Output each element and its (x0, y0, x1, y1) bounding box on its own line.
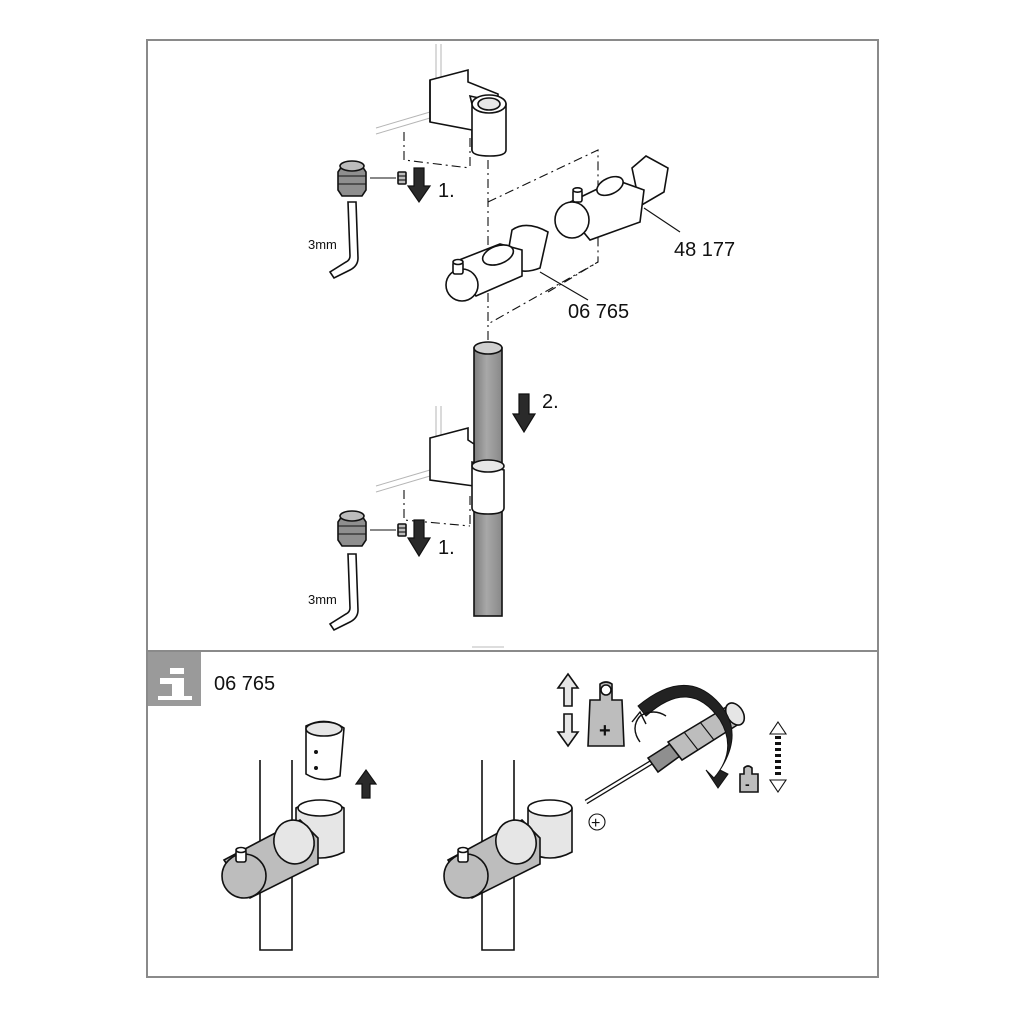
step-2-label: 2. (542, 391, 559, 413)
hex-key-size-lower: 3mm (308, 592, 337, 607)
plus-screw-symbol: + (588, 813, 606, 832)
wall-hint-lower (375, 406, 442, 493)
grub-screw-upper (397, 171, 407, 185)
leader-48177 (643, 207, 681, 233)
grub-screw-lower (397, 523, 407, 537)
down-arrow-step1-lower (406, 519, 432, 558)
info-part-number: 06 765 (214, 673, 275, 695)
down-arrow-step1-upper (406, 167, 432, 204)
svg-text:+: + (599, 720, 611, 742)
svg-text:-: - (745, 776, 750, 792)
wall-bracket-upper (429, 68, 507, 157)
slider-part-06765 (445, 224, 549, 302)
dashed-up-down-arrow-icon (768, 721, 788, 793)
friction-adjust-diagram (443, 760, 573, 951)
wall-hint-upper (375, 44, 442, 135)
step-1-label-lower: 1. (438, 537, 455, 559)
part-number-06765: 06 765 (568, 301, 629, 323)
info-icon (158, 668, 192, 700)
holder-part-48177 (554, 155, 669, 241)
leader-06765 (539, 271, 589, 301)
hex-key-upper (328, 160, 367, 280)
alignment-guide-upper (403, 132, 471, 169)
hex-key-size-upper: 3mm (308, 237, 337, 252)
svg-text:+: + (591, 815, 600, 832)
wall-bracket-lower (429, 426, 505, 515)
top-panel: 1. 3mm 06 765 (308, 44, 735, 648)
info-panel: 06 765 (148, 652, 788, 951)
page-frame (146, 39, 879, 978)
step-1-label-upper: 1. (438, 180, 455, 202)
clip-removal-diagram (221, 720, 378, 951)
hex-key-lower (328, 510, 367, 632)
up-down-arrow-icon (556, 672, 580, 748)
part-number-48177: 48 177 (674, 239, 735, 261)
rotation-arrow-icon (631, 685, 733, 789)
weight-heavy-icon: + (587, 681, 625, 747)
weight-light-icon: - (739, 765, 759, 793)
down-arrow-step2 (511, 393, 537, 434)
